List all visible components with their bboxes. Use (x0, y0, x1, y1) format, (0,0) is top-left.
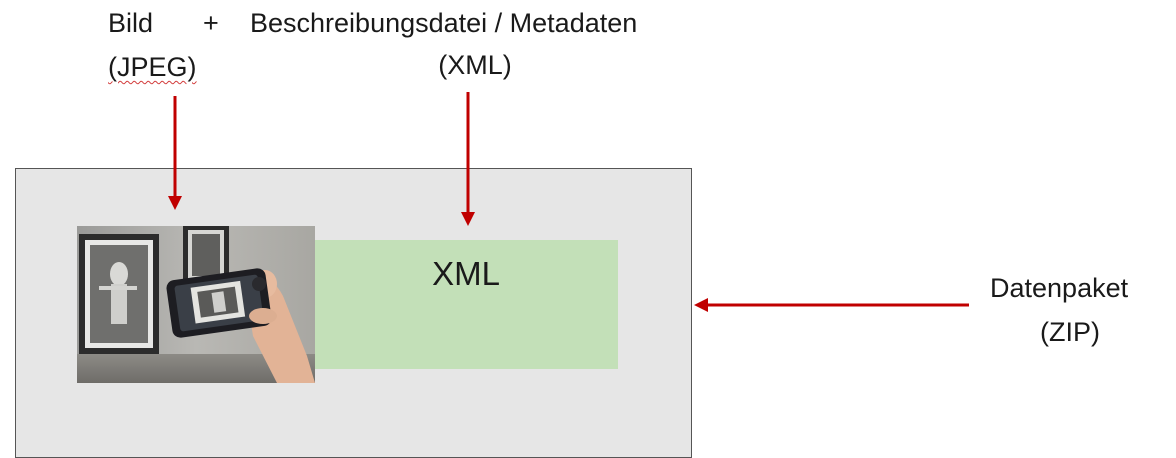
arrow-datenpaket-to-package (694, 298, 969, 312)
label-plus: + (203, 8, 219, 38)
label-zip: (ZIP) (1040, 317, 1100, 347)
label-datenpaket: Datenpaket (990, 273, 1129, 303)
label-xml-format: (XML) (438, 50, 512, 80)
jpeg-photo-image (77, 226, 315, 383)
label-beschreibungsdatei: Beschreibungsdatei / Metadaten (250, 8, 638, 38)
xml-box-label: XML (432, 255, 500, 292)
xml-metadata-box: XML (314, 240, 618, 369)
label-jpeg-text: (JPEG) (108, 52, 197, 82)
label-jpeg: (JPEG) (108, 50, 228, 84)
label-bild: Bild (108, 8, 154, 38)
